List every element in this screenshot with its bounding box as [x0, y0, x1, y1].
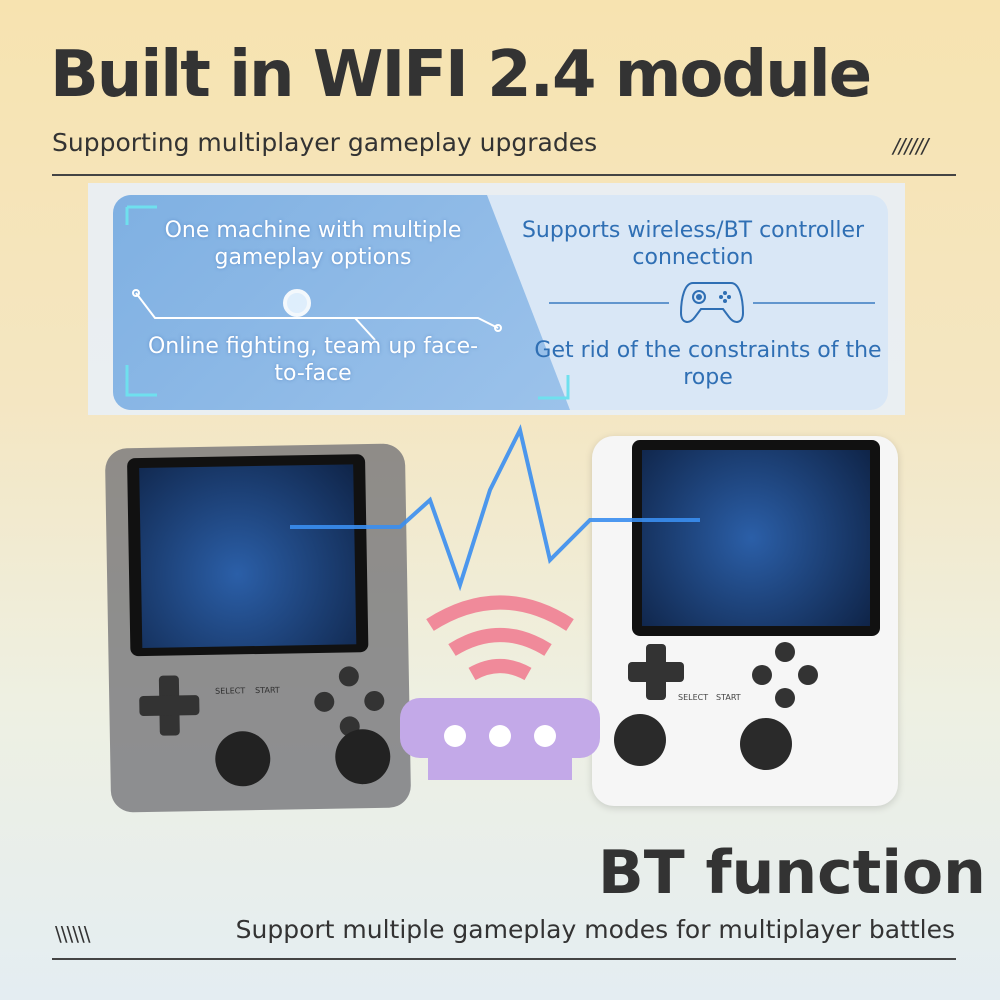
gamepad-icon: [679, 282, 745, 323]
right-joystick: [740, 718, 792, 770]
left-feature-top: One machine with multiple gameplay optio…: [164, 218, 462, 270]
slash-decoration: //////: [893, 134, 928, 158]
radar-screen: [642, 450, 870, 626]
start-label: START: [716, 693, 741, 702]
left-feature-background: [113, 195, 570, 410]
dpad: [628, 644, 684, 700]
handheld-console-white: SELECT START: [592, 436, 898, 806]
left-joystick: [614, 714, 666, 766]
signal-wave: [290, 424, 700, 592]
page-subtitle: Supporting multiplayer gameplay upgrades: [52, 128, 598, 157]
screen-bezel: [632, 440, 880, 636]
page-title: Built in WIFI 2.4 module: [50, 38, 872, 112]
right-feature-top: Supports wireless/BT controller connecti…: [521, 218, 865, 270]
section-title: BT function: [598, 838, 986, 908]
feature-card: One machine with multiple gameplay optio…: [113, 195, 888, 410]
left-feature-bottom: Online fighting, team up face-to-face: [147, 334, 479, 386]
wifi-icon: [426, 595, 574, 681]
circuit-decoration: [125, 205, 875, 400]
divider: [52, 174, 956, 176]
face-buttons: [752, 642, 818, 708]
slash-decoration: \\\\\\: [55, 922, 90, 946]
robot-icon: [400, 698, 600, 780]
section-subtitle: Support multiple gameplay modes for mult…: [235, 915, 955, 944]
select-label: SELECT: [678, 693, 709, 702]
right-feature-bottom: Get rid of the constraints of the rope: [534, 338, 882, 390]
divider: [52, 958, 956, 960]
signal-illustration: [290, 424, 700, 780]
